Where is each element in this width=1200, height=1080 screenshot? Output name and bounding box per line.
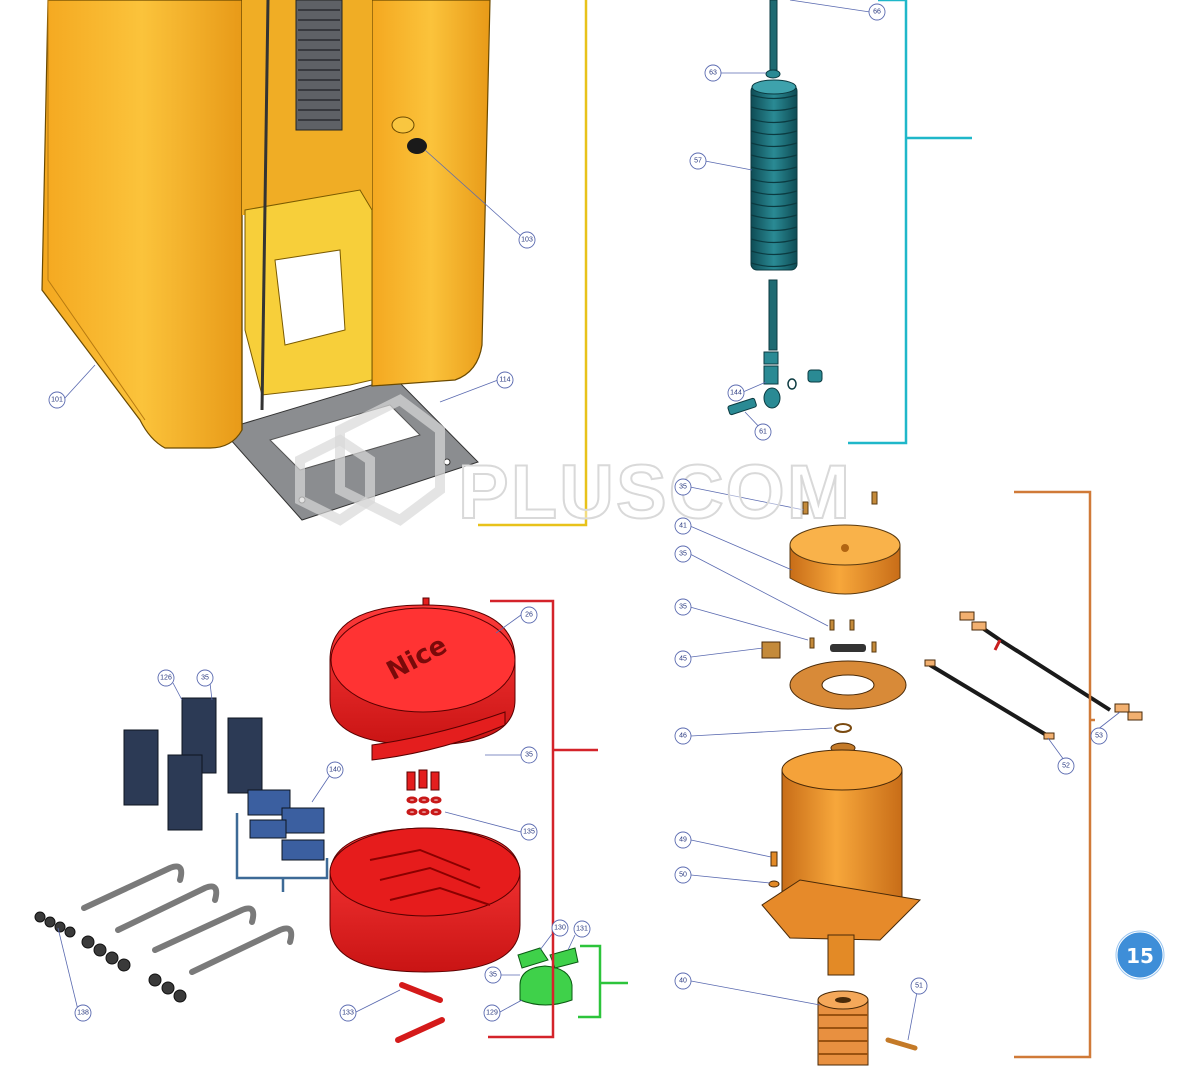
callout-66: 66	[868, 3, 886, 21]
group-badge: 15	[1114, 929, 1166, 981]
green-cover	[519, 965, 573, 1006]
callout-63: 63	[704, 64, 722, 82]
callout-label: 41	[679, 523, 687, 530]
callout-35b: 35	[674, 545, 692, 563]
clamp-block	[123, 729, 159, 806]
callout-144: 144	[727, 384, 745, 402]
callout-label: 49	[679, 837, 687, 844]
callout-label: 140	[329, 767, 341, 774]
housing-door	[371, 0, 491, 387]
callout-label: 66	[873, 9, 881, 16]
callout-label: 63	[709, 70, 717, 77]
callout-140: 140	[326, 761, 344, 779]
callout-130: 130	[551, 919, 569, 937]
bracket-motor	[1014, 490, 1092, 1059]
callout-label: 52	[1062, 763, 1070, 770]
part-callouts: 66 63 57 144 61 103 101 114 35 41 35 35 45 46 49 50 40 51…	[48, 3, 1108, 1022]
control-box-assembly: Nice	[329, 597, 579, 1043]
callout-label: 35	[679, 551, 687, 558]
bracket-housing	[478, 0, 588, 527]
callout-label: 61	[759, 429, 767, 436]
motor-pulley	[817, 990, 869, 1066]
callout-101: 101	[48, 391, 66, 409]
callout-40: 40	[674, 972, 692, 990]
callout-label: 53	[1095, 733, 1103, 740]
callout-label: 131	[576, 926, 588, 933]
watermark-text: PLUSCOM	[458, 450, 852, 535]
callout-35f: 35	[484, 966, 502, 984]
callout-label: 46	[679, 733, 687, 740]
callout-label: 133	[342, 1010, 354, 1017]
group-badge-number: 15	[1126, 944, 1154, 968]
callout-label: 50	[679, 872, 687, 879]
bracket-control-box	[488, 599, 555, 1039]
callout-label: 45	[679, 656, 687, 663]
callout-133: 133	[339, 1004, 357, 1022]
callout-46: 46	[674, 727, 692, 745]
callout-135: 135	[520, 823, 538, 841]
spring-assembly	[727, 0, 823, 416]
callout-61: 61	[754, 423, 772, 441]
callout-label: 35	[525, 752, 533, 759]
group-brackets	[235, 0, 1095, 1059]
callout-label: 103	[521, 237, 533, 244]
callout-103: 103	[518, 231, 536, 249]
callout-label: 138	[77, 1010, 89, 1017]
bracket-spring	[848, 0, 908, 445]
bracket-covers	[578, 944, 602, 1019]
callout-label: 57	[694, 158, 702, 165]
callout-label: 35	[489, 972, 497, 979]
callout-49: 49	[674, 831, 692, 849]
leader-lines	[57, 0, 1121, 1041]
callout-50: 50	[674, 866, 692, 884]
watermark: PLUSCOM	[295, 394, 852, 536]
rack-gear	[295, 0, 343, 131]
gasket-strip	[371, 711, 506, 761]
callout-52: 52	[1057, 757, 1075, 775]
callout-label: 130	[554, 925, 566, 932]
callout-label: 35	[201, 675, 209, 682]
callout-114: 114	[496, 371, 514, 389]
callout-57: 57	[689, 152, 707, 170]
callout-26: 26	[520, 606, 538, 624]
callout-label: 40	[679, 978, 687, 985]
motor-assembly	[761, 491, 1143, 1066]
callout-126: 126	[157, 669, 175, 687]
housing-shell	[41, 0, 243, 449]
callout-35d: 35	[520, 746, 538, 764]
motor-cable-b	[928, 663, 1050, 738]
u-bolt	[81, 863, 185, 911]
callout-35e: 35	[196, 669, 214, 687]
plug-cap	[407, 138, 427, 154]
callout-label: 51	[915, 983, 923, 990]
callout-label: 144	[730, 390, 742, 397]
callout-51: 51	[910, 977, 928, 995]
callout-label: 101	[51, 397, 63, 404]
callout-label: 114	[499, 377, 510, 384]
callout-35c: 35	[674, 598, 692, 616]
callout-label: 35	[679, 484, 687, 491]
callout-41: 41	[674, 517, 692, 535]
callout-138: 138	[74, 1004, 92, 1022]
barrier-housing-assembly	[41, 0, 491, 521]
callout-label: 126	[160, 675, 172, 682]
callout-53: 53	[1090, 727, 1108, 745]
callout-label: 35	[679, 604, 687, 611]
callout-45: 45	[674, 650, 692, 668]
callout-131: 131	[573, 920, 591, 938]
callout-label: 26	[525, 612, 533, 619]
fixing-kit	[34, 697, 325, 1003]
callout-label: 129	[486, 1010, 498, 1017]
callout-129: 129	[483, 1004, 501, 1022]
callout-35a: 35	[674, 478, 692, 496]
callout-label: 135	[523, 829, 535, 836]
